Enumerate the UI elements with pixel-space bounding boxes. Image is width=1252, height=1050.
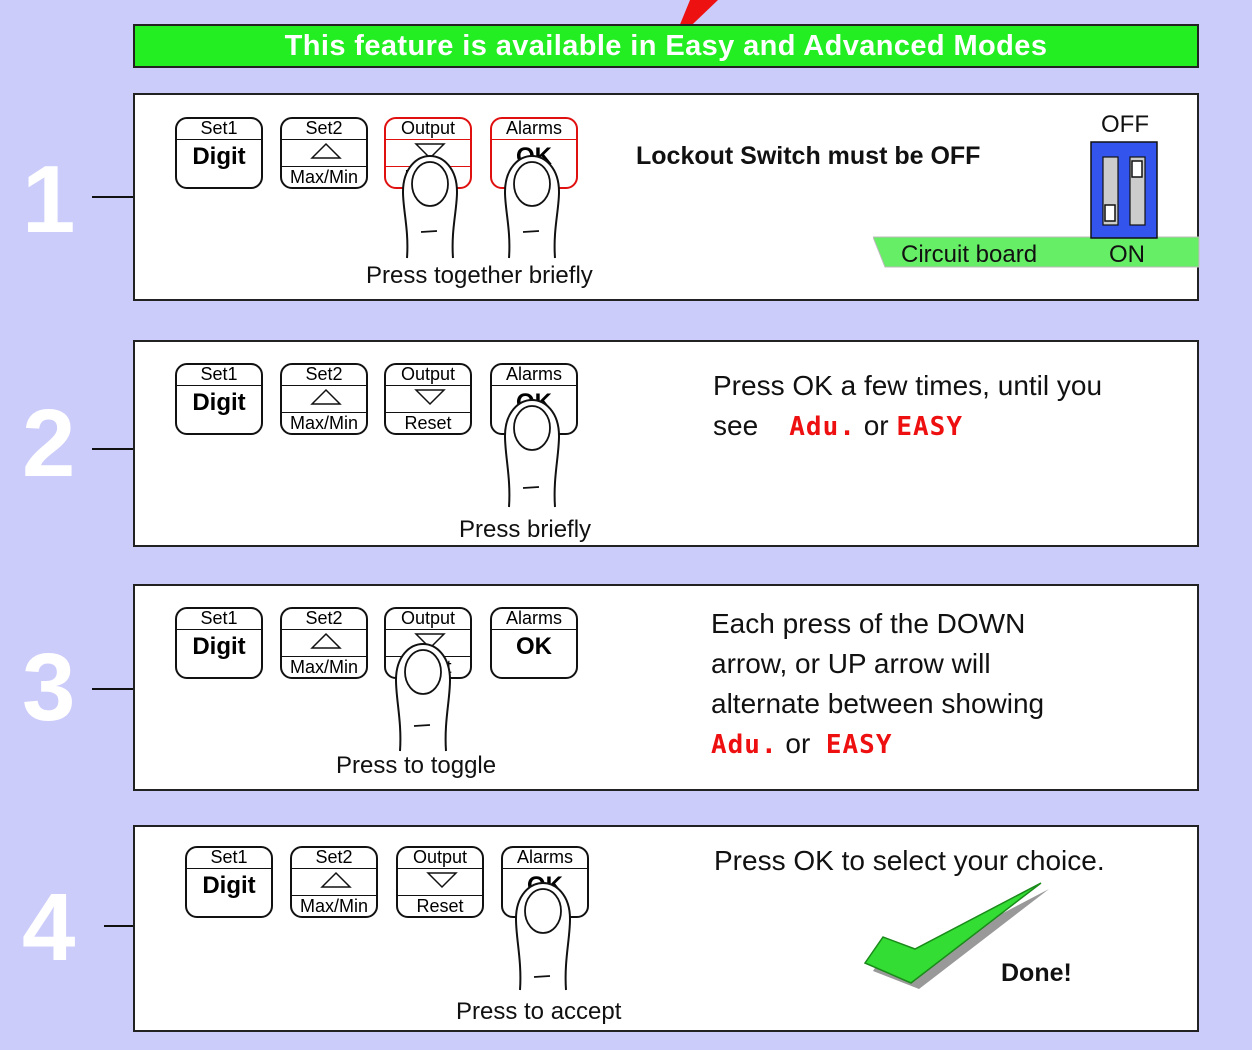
reset-label: Reset — [398, 895, 482, 917]
set2-up-key[interactable]: Set2 Max/Min — [280, 607, 368, 679]
step-3-line-4: Adu. or EASY — [711, 724, 1044, 765]
step-3-caption: Press to toggle — [336, 752, 497, 779]
step-3-line-1: Each press of the DOWN — [711, 608, 1026, 639]
finger-icon — [503, 154, 561, 259]
step-2-line-1: Press OK a few times, until you — [713, 370, 1103, 401]
alarms-label: Alarms — [503, 847, 587, 869]
alarms-label: Alarms — [492, 364, 576, 386]
switch-on-label: ON — [1109, 241, 1145, 268]
checkmark-icon — [863, 882, 1049, 989]
output-label: Output — [398, 847, 482, 869]
easy-display: EASY — [896, 412, 963, 442]
up-arrow-icon — [310, 142, 342, 159]
step-2-caption: Press briefly — [459, 516, 592, 543]
see-label: see — [713, 410, 759, 441]
adv-display: Adu. — [789, 412, 856, 442]
output-label: Output — [386, 608, 470, 630]
step-number-4: 4 — [22, 874, 76, 981]
set2-up-key[interactable]: Set2 Max/Min — [280, 117, 368, 189]
finger-icon — [514, 881, 572, 991]
down-arrow-icon — [414, 143, 446, 160]
step-4-panel: Set1 Digit Set2 Max/Min Output Reset Ala… — [133, 825, 1199, 1032]
set2-label: Set2 — [282, 118, 366, 140]
output-down-key[interactable]: Output Reset — [396, 846, 484, 918]
down-arrow-icon — [426, 872, 458, 889]
digit-label: Digit — [192, 143, 246, 170]
step-4-leader — [104, 925, 134, 927]
set1-digit-key[interactable]: Set1 Digit — [175, 363, 263, 435]
set1-label: Set1 — [177, 118, 261, 140]
easy-display: EASY — [825, 730, 893, 760]
finger-icon — [401, 154, 459, 259]
down-arrow-icon — [414, 633, 446, 650]
output-label: Output — [386, 118, 470, 140]
up-arrow-icon — [310, 388, 342, 405]
set2-label: Set2 — [282, 364, 366, 386]
step-4-caption: Press to accept — [456, 998, 622, 1025]
step-2-leader — [92, 448, 134, 450]
alarms-label: Alarms — [492, 118, 576, 140]
max-min-label: Max/Min — [282, 412, 366, 434]
step-3-line-2: arrow, or UP arrow will — [711, 648, 991, 679]
set1-label: Set1 — [177, 364, 261, 386]
ok-label: OK — [516, 633, 552, 660]
mode-availability-banner: This feature is available in Easy and Ad… — [133, 24, 1199, 68]
down-arrow-icon — [414, 389, 446, 406]
circuit-board-label: Circuit board — [901, 241, 1038, 268]
set1-digit-key[interactable]: Set1 Digit — [175, 117, 263, 189]
step-3-leader — [92, 688, 134, 690]
or-label: or — [863, 410, 889, 441]
output-label: Output — [386, 364, 470, 386]
step-4-instruction: Press OK to select your choice. — [714, 845, 1105, 876]
step-1-panel: Set1 Digit Set2 Max/Min Output Reset Ala… — [133, 93, 1200, 301]
set2-up-key[interactable]: Set2 Max/Min — [280, 363, 368, 435]
set1-label: Set1 — [177, 608, 261, 630]
finger-icon — [394, 642, 452, 752]
step-3-instruction: Each press of the DOWN arrow, or UP arro… — [711, 604, 1044, 765]
digit-label: Digit — [202, 872, 256, 899]
step-3-line-3: alternate between showing — [711, 688, 1045, 719]
dip-switch-icon — [1090, 141, 1158, 239]
step-1-caption: Press together briefly — [366, 262, 593, 289]
set2-label: Set2 — [282, 608, 366, 630]
set1-label: Set1 — [187, 847, 271, 869]
banner-text: This feature is available in Easy and Ad… — [284, 29, 1048, 62]
switch-off-label: OFF — [1101, 111, 1149, 138]
set1-digit-key[interactable]: Set1 Digit — [185, 846, 273, 918]
or-label: or — [785, 728, 811, 759]
step-3-panel: Set1 Digit Set2 Max/Min Output Reset Ala… — [133, 584, 1199, 791]
set1-digit-key[interactable]: Set1 Digit — [175, 607, 263, 679]
max-min-label: Max/Min — [292, 895, 376, 917]
lockout-warning: Lockout Switch must be OFF — [636, 142, 981, 170]
max-min-label: Max/Min — [282, 166, 366, 188]
alarms-ok-key[interactable]: Alarms OK — [490, 607, 578, 679]
up-arrow-icon — [310, 632, 342, 649]
up-arrow-icon — [320, 871, 352, 888]
done-label: Done! — [1001, 959, 1072, 987]
step-1-leader — [92, 196, 134, 198]
alarms-label: Alarms — [492, 608, 576, 630]
finger-icon — [503, 398, 561, 508]
output-down-key[interactable]: Output Reset — [384, 363, 472, 435]
step-2-line-2: see Adu. or EASY — [713, 406, 1102, 447]
set2-up-key[interactable]: Set2 Max/Min — [290, 846, 378, 918]
step-number-2: 2 — [22, 390, 76, 497]
step-number-3: 3 — [22, 634, 76, 741]
reset-label: Reset — [386, 412, 470, 434]
step-number-1: 1 — [22, 146, 76, 253]
max-min-label: Max/Min — [282, 656, 366, 678]
set2-label: Set2 — [292, 847, 376, 869]
digit-label: Digit — [192, 633, 246, 660]
step-2-instruction: Press OK a few times, until you see Adu.… — [713, 366, 1102, 447]
step-2-panel: Set1 Digit Set2 Max/Min Output Reset Ala… — [133, 340, 1199, 547]
digit-label: Digit — [192, 389, 246, 416]
adv-display: Adu. — [711, 730, 778, 760]
